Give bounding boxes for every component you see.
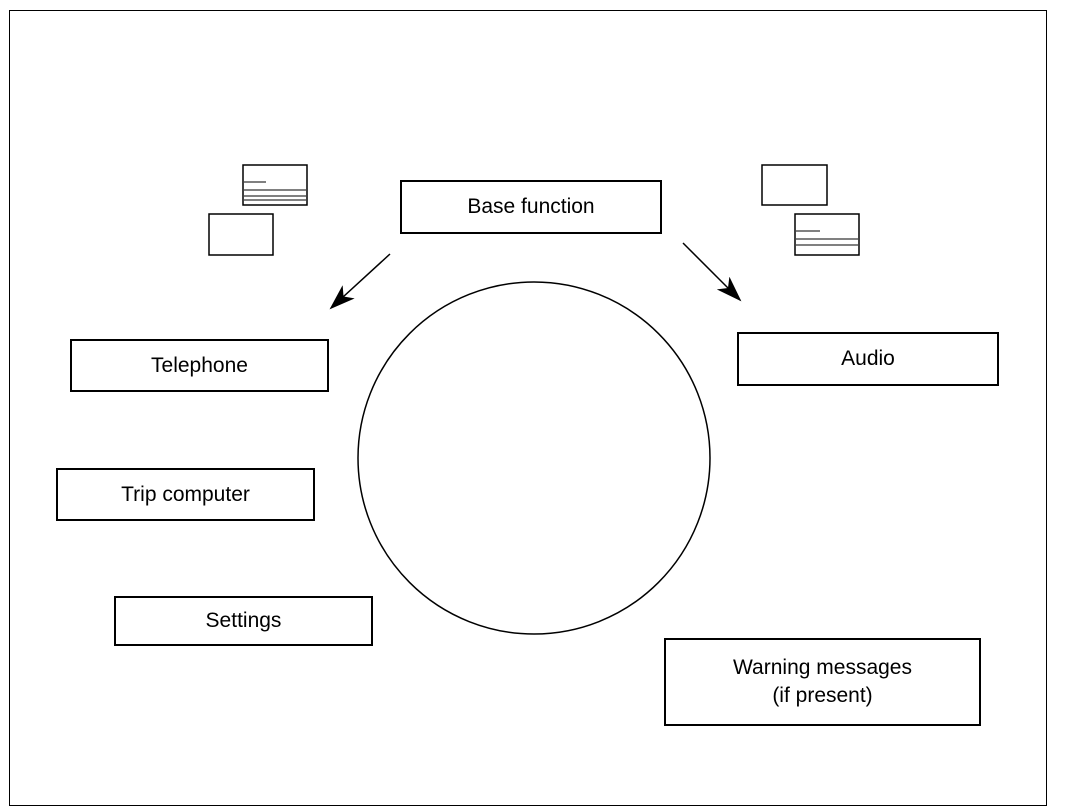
- base-function-box: Base function: [400, 180, 662, 234]
- settings-box: Settings: [114, 596, 373, 646]
- arrow-to-audio: [682, 242, 742, 302]
- telephone-label: Telephone: [151, 353, 248, 377]
- settings-label: Settings: [205, 609, 282, 632]
- telephone-box: Telephone: [70, 339, 329, 392]
- diagram-frame: [9, 10, 1047, 806]
- audio-box: Audio: [737, 332, 999, 386]
- warning-messages-label: Warning messages: [733, 656, 912, 679]
- left-screens-icon: [208, 164, 308, 256]
- trip-computer-box: Trip computer: [56, 468, 315, 521]
- arrow-to-telephone: [329, 253, 391, 310]
- warning-messages-sublabel: (if present): [772, 684, 873, 707]
- rotary-selector-circle: [357, 281, 711, 635]
- base-function-label: Base function: [467, 195, 595, 218]
- audio-label: Audio: [841, 347, 895, 370]
- right-screens-icon: [761, 164, 860, 256]
- trip-computer-label: Trip computer: [121, 482, 250, 506]
- warning-messages-box: Warning messages (if present): [664, 638, 981, 726]
